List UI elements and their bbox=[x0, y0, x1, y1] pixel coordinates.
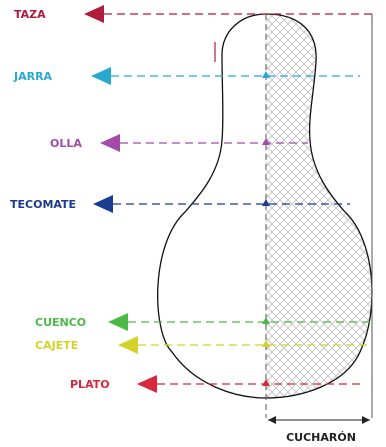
level-arrow-cajete-icon bbox=[118, 336, 138, 354]
cucharon-arrow-right-icon bbox=[362, 416, 370, 424]
level-arrow-plato-icon bbox=[137, 375, 157, 393]
level-arrow-jarra-icon bbox=[91, 67, 111, 85]
level-label-olla: OLLA bbox=[50, 137, 82, 150]
level-arrow-tecomate-icon bbox=[93, 195, 113, 213]
level-arrow-taza-icon bbox=[84, 5, 104, 23]
level-label-taza: TAZA bbox=[14, 8, 46, 21]
level-label-plato: PLATO bbox=[70, 378, 110, 391]
cucharon-arrow-left-icon bbox=[268, 416, 276, 424]
level-marker-plato-icon bbox=[262, 379, 270, 386]
level-lines: TAZA JARRA OLLA TECOMATE CUENCO CAJETE PLATO bbox=[10, 5, 372, 393]
level-label-cuenco: CUENCO bbox=[35, 316, 86, 329]
level-label-cajete: CAJETE bbox=[35, 339, 78, 352]
cucharon-label: CUCHARÓN bbox=[286, 431, 356, 444]
level-marker-olla-icon bbox=[262, 138, 270, 145]
level-label-tecomate: TECOMATE bbox=[10, 198, 76, 211]
level-marker-cajete-icon bbox=[262, 340, 270, 347]
level-marker-jarra-icon bbox=[262, 71, 270, 78]
level-marker-cuenco-icon bbox=[262, 317, 270, 324]
level-marker-tecomate-icon bbox=[262, 199, 270, 206]
vessel-hatched-half bbox=[266, 14, 372, 398]
level-arrow-olla-icon bbox=[100, 134, 120, 152]
level-arrow-cuenco-icon bbox=[108, 313, 128, 331]
level-label-jarra: JARRA bbox=[13, 70, 53, 83]
